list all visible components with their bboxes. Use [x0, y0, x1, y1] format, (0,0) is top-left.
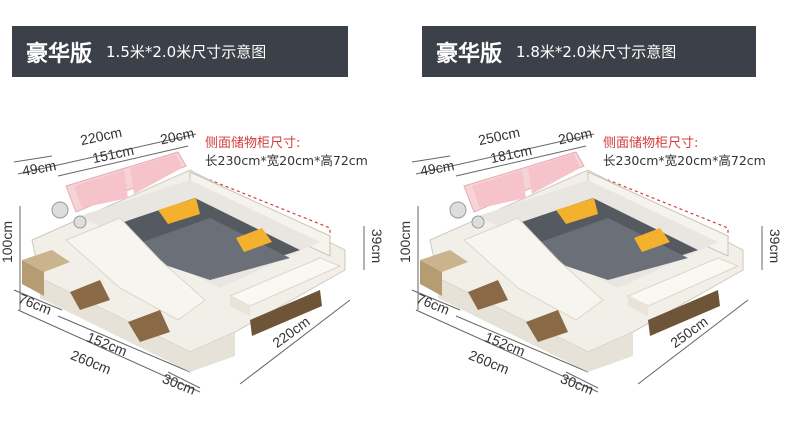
bed-illustration: [13, 133, 365, 393]
bed-diagram-left: 220cm 20cm 151cm 49cm 100cm 39cm 76cm 15…: [0, 110, 390, 420]
cabinet-dims: 长230cm*宽20cm*高72cm: [603, 153, 766, 168]
dim-right-height: 39cm: [767, 228, 784, 264]
dim-height: 100cm: [397, 220, 414, 264]
cabinet-dims: 长230cm*宽20cm*高72cm: [205, 153, 368, 168]
cabinet-label: 侧面储物柜尺寸:: [205, 136, 301, 151]
title-small: 1.8米*2.0米尺寸示意图: [516, 43, 677, 61]
cabinet-label: 侧面储物柜尺寸:: [603, 136, 699, 151]
bed-illustration: [411, 133, 763, 393]
bed-diagram-right: 250cm 20cm 181cm 49cm 100cm 39cm 76cm 15…: [397, 110, 788, 420]
title-big: 豪华版: [26, 41, 93, 67]
dim-right-height: 39cm: [369, 228, 386, 264]
title-banner-left: 豪华版 1.5米*2.0米尺寸示意图: [12, 26, 348, 77]
title-banner-right: 豪华版 1.8米*2.0米尺寸示意图: [422, 26, 756, 77]
dim-height: 100cm: [0, 220, 16, 264]
title-big: 豪华版: [436, 41, 503, 67]
title-small: 1.5米*2.0米尺寸示意图: [106, 43, 267, 61]
